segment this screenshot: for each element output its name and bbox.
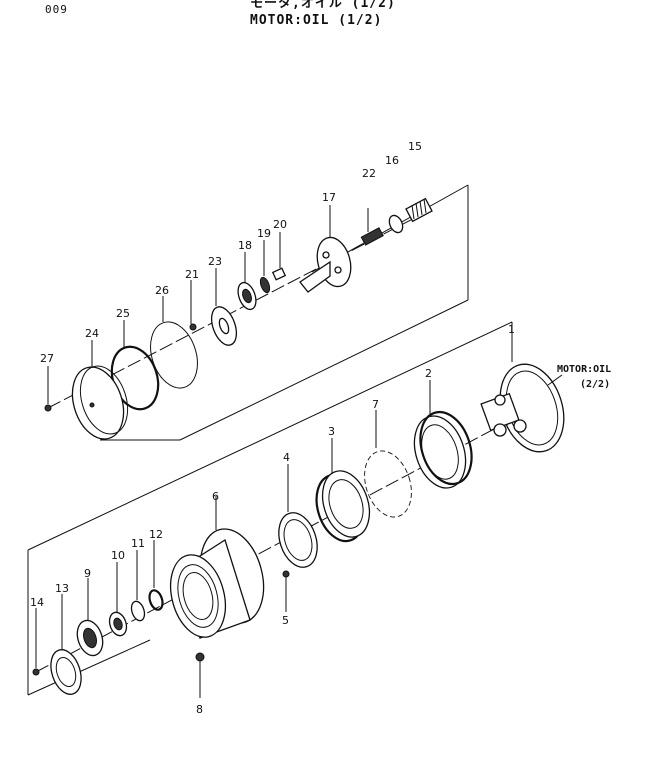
label-part-14: 14: [30, 596, 44, 609]
part-4-snap-ring: [278, 464, 318, 568]
label-part-24: 24: [85, 327, 99, 340]
diagram-title: MOTOR:OIL (1/2): [250, 13, 383, 28]
label-part-4: 4: [283, 451, 290, 464]
reference-sublabel: (2/2): [580, 379, 610, 390]
label-part-13: 13: [55, 582, 69, 595]
label-part-1: 1: [508, 323, 515, 336]
label-part-15: 15: [408, 140, 422, 153]
part-11-washer: [130, 550, 146, 622]
part-5-bolt: [282, 570, 290, 612]
lower-frame: [27, 321, 513, 696]
reference-label: MOTOR:OIL: [557, 364, 611, 375]
part-24-cover: [71, 340, 129, 440]
part-16-o-ring: [388, 214, 404, 234]
label-part-18: 18: [238, 239, 252, 252]
label-part-16: 16: [385, 154, 399, 167]
label-part-20: 20: [273, 218, 287, 231]
part-21-screw: [189, 280, 197, 331]
part-18-bearing: [237, 252, 257, 311]
part-1-motor-housing: [480, 322, 565, 453]
label-part-7: 7: [372, 398, 379, 411]
label-part-27: 27: [40, 352, 54, 365]
part-17-valve-plate: [299, 205, 352, 293]
page-number: 009: [45, 3, 68, 16]
reference-leader-line: [547, 374, 563, 386]
part-12-seal: [148, 540, 164, 611]
part-27-plug: [44, 366, 52, 412]
part-19-washer: [259, 240, 271, 294]
label-part-19: 19: [257, 227, 271, 240]
part-10-bearing: [108, 562, 128, 637]
part-15-spring: [405, 197, 433, 223]
label-part-12: 12: [149, 528, 163, 541]
part-13-plate: [50, 594, 82, 695]
label-part-25: 25: [116, 307, 130, 320]
label-part-6: 6: [212, 490, 219, 503]
label-part-26: 26: [155, 284, 169, 297]
part-3-bearing: [315, 438, 371, 543]
part-7-seal: [364, 410, 412, 518]
label-part-5: 5: [282, 614, 289, 627]
label-part-9: 9: [84, 567, 91, 580]
part-8-plug: [195, 652, 205, 698]
label-part-17: 17: [322, 191, 336, 204]
label-part-23: 23: [208, 255, 222, 268]
label-part-3: 3: [328, 425, 335, 438]
part-9-bearing: [76, 578, 104, 657]
label-part-22: 22: [362, 167, 376, 180]
part-14-screw: [32, 608, 40, 676]
label-part-8: 8: [196, 703, 203, 716]
title-japanese: モータ,オイル (1/2): [250, 0, 396, 11]
part-26-snap-ring: [150, 296, 198, 389]
label-part-21: 21: [185, 268, 199, 281]
label-part-10: 10: [111, 549, 125, 562]
part-6-hub: [169, 496, 265, 639]
part-22-screw: [360, 208, 384, 246]
label-part-2: 2: [425, 367, 432, 380]
label-part-11: 11: [131, 537, 145, 550]
part-23-plate: [210, 268, 238, 346]
part-20-pin: [271, 232, 287, 281]
part-2-ring-gear: [413, 380, 473, 489]
